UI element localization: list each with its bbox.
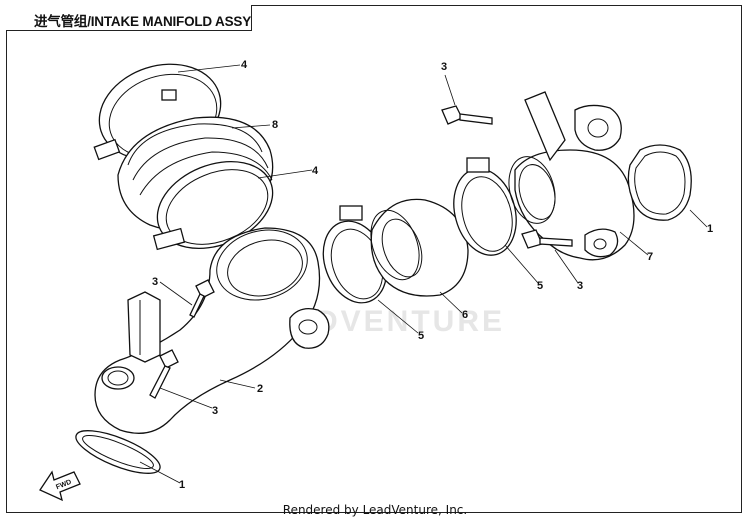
title-box: 进气管组/INTAKE MANIFOLD ASSY: [6, 5, 252, 31]
callout-4-mid: 4: [312, 165, 319, 177]
callout-4-top: 4: [241, 59, 248, 71]
bolt-left-upper[interactable]: [189, 279, 215, 318]
intake-manifold[interactable]: [94, 220, 330, 434]
o-ring-gasket-right[interactable]: [627, 144, 692, 221]
diagram-title: 进气管组/INTAKE MANIFOLD ASSY: [34, 14, 251, 29]
bolt-left-lower[interactable]: [149, 349, 179, 399]
callout-1-bottom: 1: [179, 479, 185, 491]
callout-7: 7: [647, 251, 653, 263]
callout-5-right: 5: [537, 280, 543, 292]
hose-clamp-middle[interactable]: [144, 145, 285, 264]
drawing-frame: [6, 5, 742, 513]
callout-3-left: 3: [152, 276, 158, 288]
rubber-joint[interactable]: [362, 198, 469, 297]
callout-numbers: 4 8 4 3 1 7 5 3 6 5 3 2 3 1: [152, 59, 713, 491]
callout-3-right: 3: [577, 280, 583, 292]
callout-2: 2: [257, 383, 263, 395]
callout-3-top-right: 3: [441, 61, 447, 73]
bolt-right[interactable]: [521, 229, 573, 249]
o-ring-gasket-bottom[interactable]: [71, 422, 165, 482]
throttle-body-adaptor[interactable]: [502, 91, 635, 261]
bolt-top-right[interactable]: [441, 105, 493, 125]
callout-1-right: 1: [707, 223, 713, 235]
fwd-arrow: FWD: [39, 470, 81, 502]
hose-clamp-right[interactable]: [445, 157, 526, 262]
callout-5-center: 5: [418, 330, 424, 342]
callout-6: 6: [462, 309, 468, 321]
callout-8: 8: [272, 119, 278, 131]
callout-3-lower: 3: [212, 405, 218, 417]
footer-credit: Rendered by LeadVenture, Inc.: [282, 503, 468, 517]
leader-lines: [139, 64, 708, 484]
